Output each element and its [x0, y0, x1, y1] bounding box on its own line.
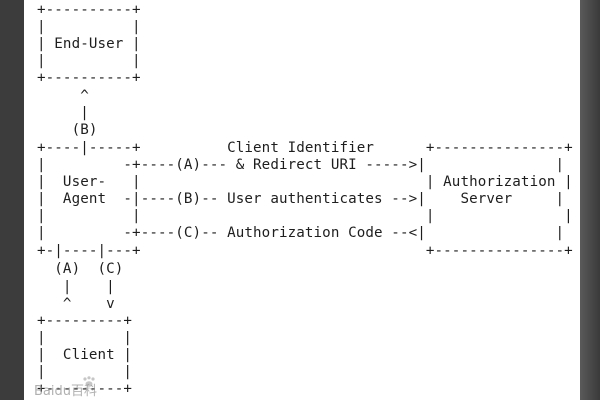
watermark-text: Baidu百科: [34, 384, 97, 399]
watermark-paw-icon: [83, 376, 95, 387]
diagram-line-14: | -+----(C)-- Authorization Code --<| |: [37, 225, 565, 241]
diagram-line-1: +----------+: [37, 2, 141, 18]
diagram-line-2: | |: [37, 19, 141, 35]
diagram-line-12: | Agent -|----(B)-- User authenticates -…: [37, 191, 565, 207]
diagram-line-20: | |: [37, 330, 133, 346]
diagram-line-4: | |: [37, 53, 141, 69]
diagram-line-18: ^ v: [37, 296, 115, 312]
diagram-line-15: +-|----|---+ +---------------+: [37, 243, 573, 259]
diagram-line-19: +---------+: [37, 313, 133, 329]
diagram-line-13: | | | |: [37, 208, 573, 224]
diagram-line-5: +----------+: [37, 70, 141, 86]
page-edge-shadow: [580, 0, 600, 400]
diagram-line-23: +---------+: [37, 381, 133, 397]
diagram-line-7: |: [37, 105, 89, 121]
diagram-line-6: ^: [37, 88, 89, 104]
diagram-line-10: | -+----(A)--- & Redirect URI ----->| |: [37, 157, 565, 173]
diagram-line-11: | User- | | Authorization |: [37, 174, 573, 190]
diagram-line-3: | End-User |: [37, 36, 141, 52]
diagram-sheet: [24, 0, 580, 400]
diagram-line-16: (A) (C): [37, 261, 124, 277]
diagram-line-22: | |: [37, 364, 133, 380]
diagram-line-21: | Client |: [37, 347, 133, 363]
diagram-line-17: | |: [37, 279, 115, 295]
diagram-line-9: +----|-----+ Client Identifier +--------…: [37, 140, 573, 156]
diagram-line-8: (B): [37, 122, 98, 138]
